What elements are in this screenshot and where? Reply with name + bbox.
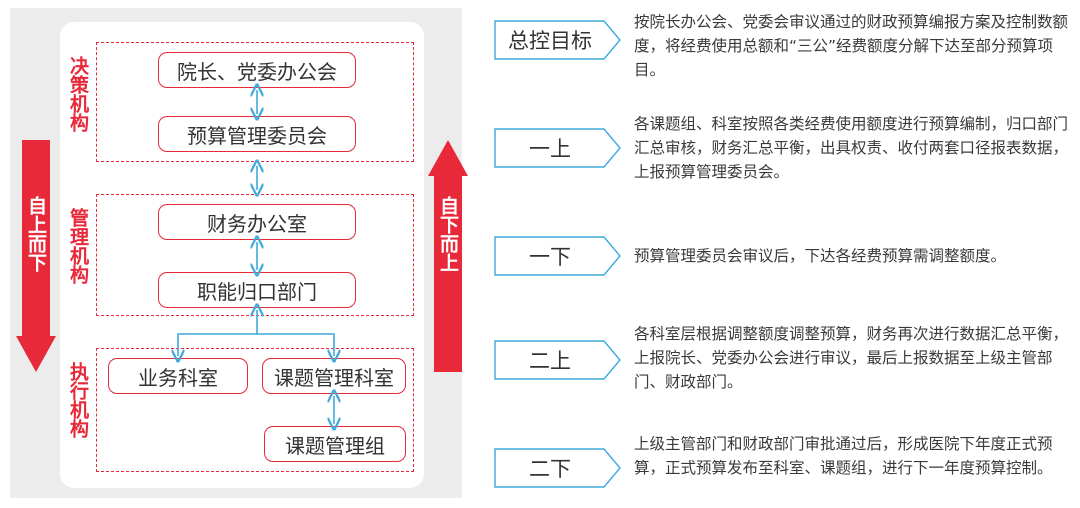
bottom-up-arrow-icon bbox=[428, 140, 468, 372]
step-tag-second-down: 二下 bbox=[494, 448, 622, 488]
node-finance-office: 财务办公室 bbox=[158, 204, 356, 240]
connector-execution-branch bbox=[178, 333, 334, 356]
step-desc-first-down: 预算管理委员会审议后，下达各经费预算需调整额度。 bbox=[634, 247, 1007, 265]
section-label-execution: 执行机构 bbox=[67, 362, 89, 438]
step-desc-second-down: 上级主管部门和财政部门审批通过后，形成医院下年度正式预算，正式预算发布至科室、课… bbox=[634, 435, 1053, 477]
node-budget-committee: 预算管理委员会 bbox=[158, 116, 356, 152]
step-tag-label: 二下 bbox=[529, 457, 571, 481]
step-tag-second-up: 二上 bbox=[494, 340, 622, 380]
step-desc-second-up: 各科室层根据调整额度调整预算，财务再次进行数据汇总平衡，上报院长、党委办公会进行… bbox=[634, 325, 1069, 391]
node-president-office: 院长、党委办公会 bbox=[158, 52, 356, 88]
step-tag-first-down: 一下 bbox=[494, 236, 622, 276]
section-label-decision: 决策机构 bbox=[67, 56, 89, 132]
step-tag-label: 一下 bbox=[529, 245, 571, 269]
node-project-group: 课题管理组 bbox=[264, 426, 406, 462]
step-tag-label: 一上 bbox=[529, 137, 571, 161]
step-tag-first-up: 一上 bbox=[494, 128, 622, 168]
node-project-dept: 课题管理科室 bbox=[262, 358, 406, 394]
execution-frame bbox=[96, 348, 414, 472]
node-business-dept: 业务科室 bbox=[108, 358, 248, 394]
top-down-arrow-icon bbox=[16, 140, 56, 372]
bottom-up-label: 自下而上 bbox=[437, 196, 459, 272]
top-down-label: 自上而下 bbox=[25, 196, 47, 272]
step-desc-total-control: 按院长办公会、党委会审议通过的财政预算编报方案及控制数额度，将经费使用总额和“三… bbox=[634, 13, 1069, 79]
step-tag-label: 二上 bbox=[529, 349, 571, 373]
section-label-management: 管理机构 bbox=[67, 208, 89, 284]
step-tag-label: 总控目标 bbox=[508, 29, 592, 53]
step-desc-first-up: 各课题组、科室按照各类经费使用额度进行预算编制，归口部门汇总审核，财务汇总平衡，… bbox=[634, 115, 1069, 181]
step-tag-total-control: 总控目标 bbox=[494, 20, 622, 60]
diagram-card bbox=[60, 22, 424, 488]
connectors bbox=[0, 0, 470, 508]
